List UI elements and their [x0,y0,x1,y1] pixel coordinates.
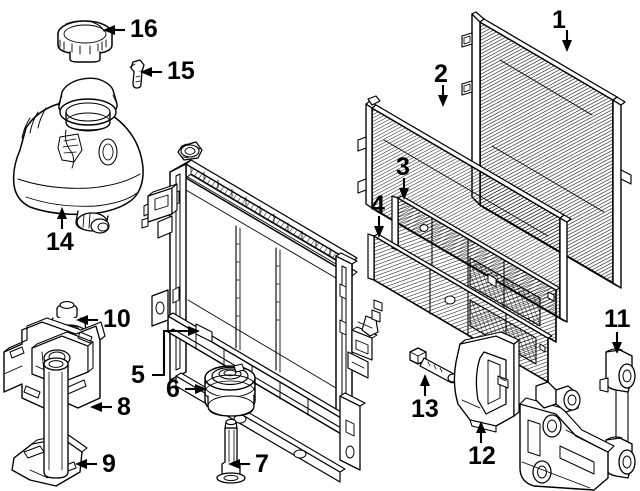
callout-label-8: 8 [117,393,131,421]
part-13-hex-flange-bolt-art [409,347,459,384]
callout-label-6: 6 [166,375,180,403]
part-6-carrier-mount-bushing-art [204,363,256,417]
callout-label-3: 3 [396,153,410,181]
callout-label-15: 15 [167,57,195,85]
part-15-coolant-level-sensor-art [129,59,145,89]
part-5-radiator-support-carrier-art [141,141,383,483]
part-9-support-pin-with-base-art [11,357,88,487]
bracket-arm-assembly-art [519,381,615,491]
callout-label-12: 12 [468,442,496,470]
callout-label-2: 2 [434,60,448,88]
part-7-long-mounting-bolt-art [216,418,246,484]
part-12-air-duct-shroud-art [453,331,520,433]
part-3-air-guide-grille-upper-art [391,195,561,343]
callout-label-4: 4 [371,191,385,219]
part-14-coolant-expansion-tank-art [12,77,144,234]
callout-label-7: 7 [255,450,269,478]
callout-label-11: 11 [604,305,631,333]
callout-label-5: 5 [131,361,145,389]
part-16-expansion-tank-cap-art [57,20,113,63]
callout-label-13: 13 [411,395,439,423]
callout-label-1: 1 [552,6,566,34]
callout-leaders [57,25,622,469]
callout-label-16: 16 [130,15,158,43]
callout-label-9: 9 [102,450,116,478]
callout-label-14: 14 [46,228,74,256]
callout-label-10: 10 [103,305,131,333]
